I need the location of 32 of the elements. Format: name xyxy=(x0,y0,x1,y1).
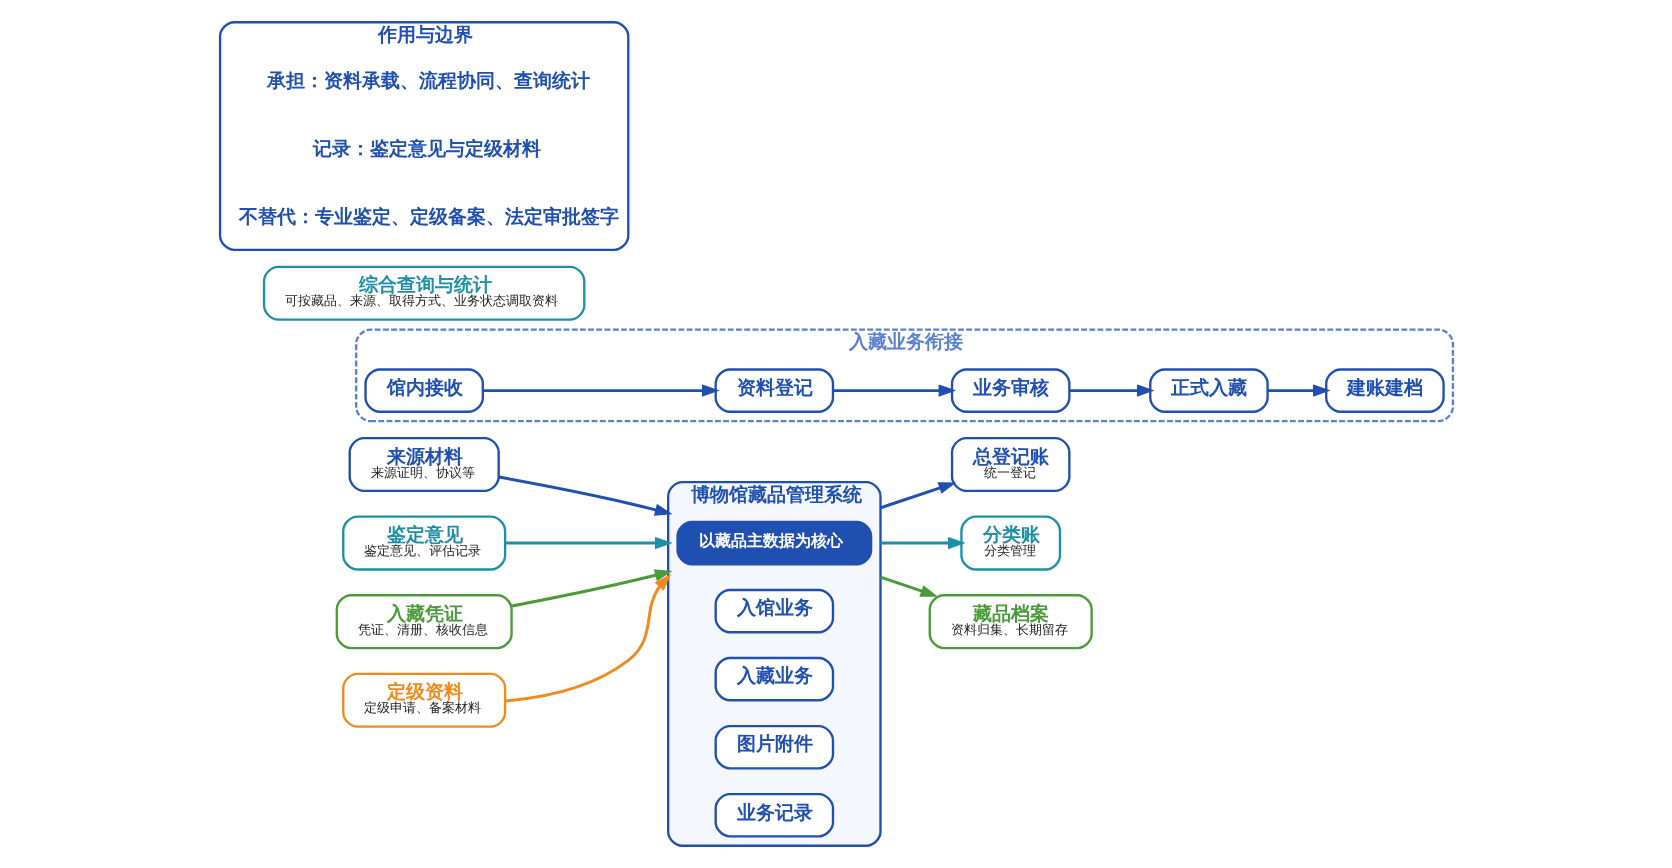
node-box: 定级资料 定级申请、备案材料 xyxy=(341,672,506,728)
arrow xyxy=(1069,384,1155,397)
node-box: 业务记录 xyxy=(714,792,834,838)
node-box: 入馆业务 xyxy=(714,588,834,634)
arrow xyxy=(880,536,966,550)
node-box: 综合查询与统计 可按藏品、来源、取得方式、业务状态调取资料 xyxy=(262,265,585,321)
node-box: 入藏业务 xyxy=(714,656,834,702)
arrow xyxy=(504,573,671,703)
node-box: 图片附件 xyxy=(714,724,834,770)
node-box: 鉴定意见 鉴定意见、评估记录 xyxy=(341,515,506,571)
node-box: 来源材料 来源证明、协议等 xyxy=(348,436,500,493)
arrow xyxy=(504,536,673,550)
arrow xyxy=(482,384,720,397)
node-box: 入藏凭证 凭证、清册、核收信息 xyxy=(335,594,513,650)
node-box: 建账建档 xyxy=(1324,368,1445,413)
node-text: 不替代：专业鉴定、定级备案、法定审批签字 xyxy=(238,205,619,227)
node-text: 承担：资料承载、流程协同、查询统计 xyxy=(266,69,590,91)
arrow xyxy=(498,475,672,516)
node-box: 藏品档案 资料归集、长期留存 xyxy=(928,594,1093,650)
node-text: 记录：鉴定意见与定级材料 xyxy=(312,137,541,159)
node-box: 正式入藏 xyxy=(1148,368,1269,413)
node-box: 业务审核 xyxy=(950,368,1071,413)
node-box: 资料登记 xyxy=(714,368,834,413)
node-box: 馆内接收 xyxy=(363,368,484,413)
arrow xyxy=(1267,384,1331,397)
arrow xyxy=(879,482,956,510)
node-box: 以藏品主数据为核心 xyxy=(675,520,872,566)
arrow xyxy=(879,575,938,597)
node-box: 总登记账 统一登记 xyxy=(950,436,1071,493)
node-box: 分类账 分类管理 xyxy=(959,515,1061,571)
arrow xyxy=(511,569,672,608)
arrow xyxy=(832,384,956,397)
